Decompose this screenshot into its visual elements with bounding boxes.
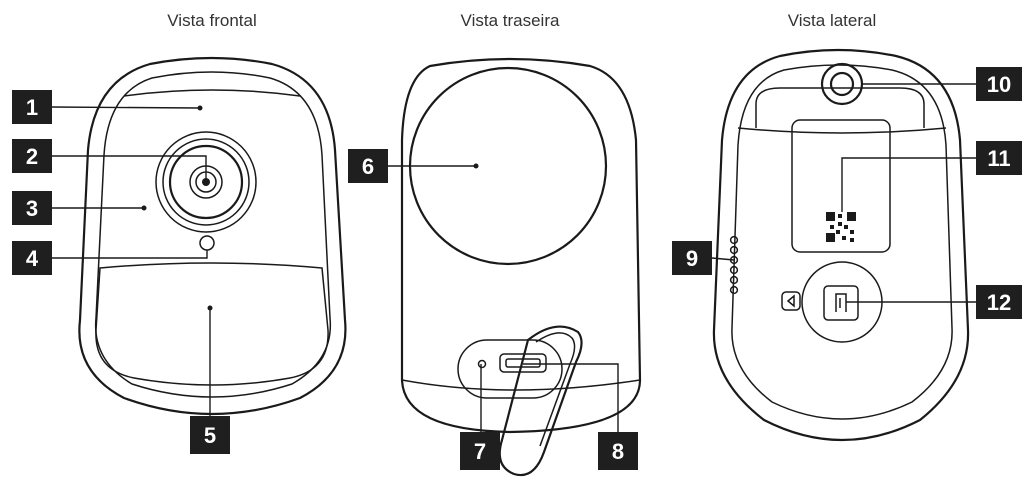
- power-button-ring: [820, 62, 864, 106]
- callout-7-label: 7: [474, 439, 486, 464]
- back-view-title: Vista traseira: [461, 11, 560, 30]
- back-view: [388, 57, 642, 477]
- front-shell-outer: [78, 56, 347, 416]
- side-shell-outer: [712, 48, 970, 441]
- callout-2-label: 2: [26, 144, 38, 169]
- callout-6: 6: [348, 149, 388, 183]
- leader-11: [841, 157, 976, 212]
- lens-ring-middle: [162, 138, 250, 226]
- callout-12: 12: [976, 285, 1022, 319]
- callout-9: 9: [672, 241, 712, 275]
- back-shell-bottom-edge: [401, 379, 641, 391]
- callout-4-label: 4: [26, 246, 39, 271]
- mount-bracket: [755, 87, 925, 128]
- motion-sensor-icon: [95, 262, 329, 386]
- callout-11: 11: [976, 141, 1022, 175]
- front-view-title: Vista frontal: [167, 11, 256, 30]
- leader-1: [51, 106, 201, 109]
- callout-7: 7: [460, 432, 500, 470]
- callout-3-label: 3: [26, 196, 38, 221]
- side-shell-inner: [731, 64, 953, 420]
- eject-arrow-icon: [781, 291, 801, 311]
- callout-9-label: 9: [686, 246, 698, 271]
- sd-card-symbol: [835, 293, 847, 312]
- reset-hole-icon: [477, 359, 487, 369]
- side-view: [711, 48, 976, 441]
- callout-8: 8: [598, 432, 638, 470]
- leader-8: [523, 363, 619, 432]
- callout-11-label: 11: [987, 146, 1010, 171]
- side-view-title: Vista lateral: [788, 11, 877, 30]
- sd-card-icon: [823, 285, 859, 321]
- callout-2: 2: [12, 139, 52, 173]
- callout-10: 10: [976, 67, 1022, 101]
- usb-port-icon: [499, 353, 547, 373]
- callout-4: 4: [12, 241, 52, 275]
- callout-8-label: 8: [612, 439, 624, 464]
- back-shell: [400, 57, 642, 434]
- leader-9: [711, 257, 735, 261]
- callout-1: 1: [12, 90, 52, 124]
- port-flap: [498, 325, 583, 477]
- callout-12-label: 12: [987, 290, 1011, 315]
- label-area: [791, 119, 891, 253]
- speaker-holes-icon: [729, 235, 739, 295]
- port-flap-edge: [535, 332, 576, 447]
- leader-2: [52, 155, 207, 182]
- callout-5: 5: [190, 416, 230, 454]
- front-shell-inner: [94, 71, 332, 398]
- callout-5-label: 5: [204, 423, 216, 448]
- side-top-recess: [737, 127, 947, 134]
- port-panel: [457, 339, 563, 399]
- callout-6-label: 6: [362, 154, 374, 179]
- lens-ring-inner: [168, 144, 244, 220]
- leader-4: [52, 250, 208, 259]
- callout-1-label: 1: [26, 95, 38, 120]
- front-view: [51, 56, 347, 416]
- front-top-face: [123, 89, 301, 97]
- power-button-icon: [829, 71, 855, 97]
- light-sensor-icon: [199, 235, 215, 251]
- callout-3: 3: [12, 191, 52, 225]
- callout-10-label: 10: [987, 72, 1011, 97]
- lens-ring-outer: [155, 131, 257, 233]
- qr-code-icon: [826, 212, 856, 242]
